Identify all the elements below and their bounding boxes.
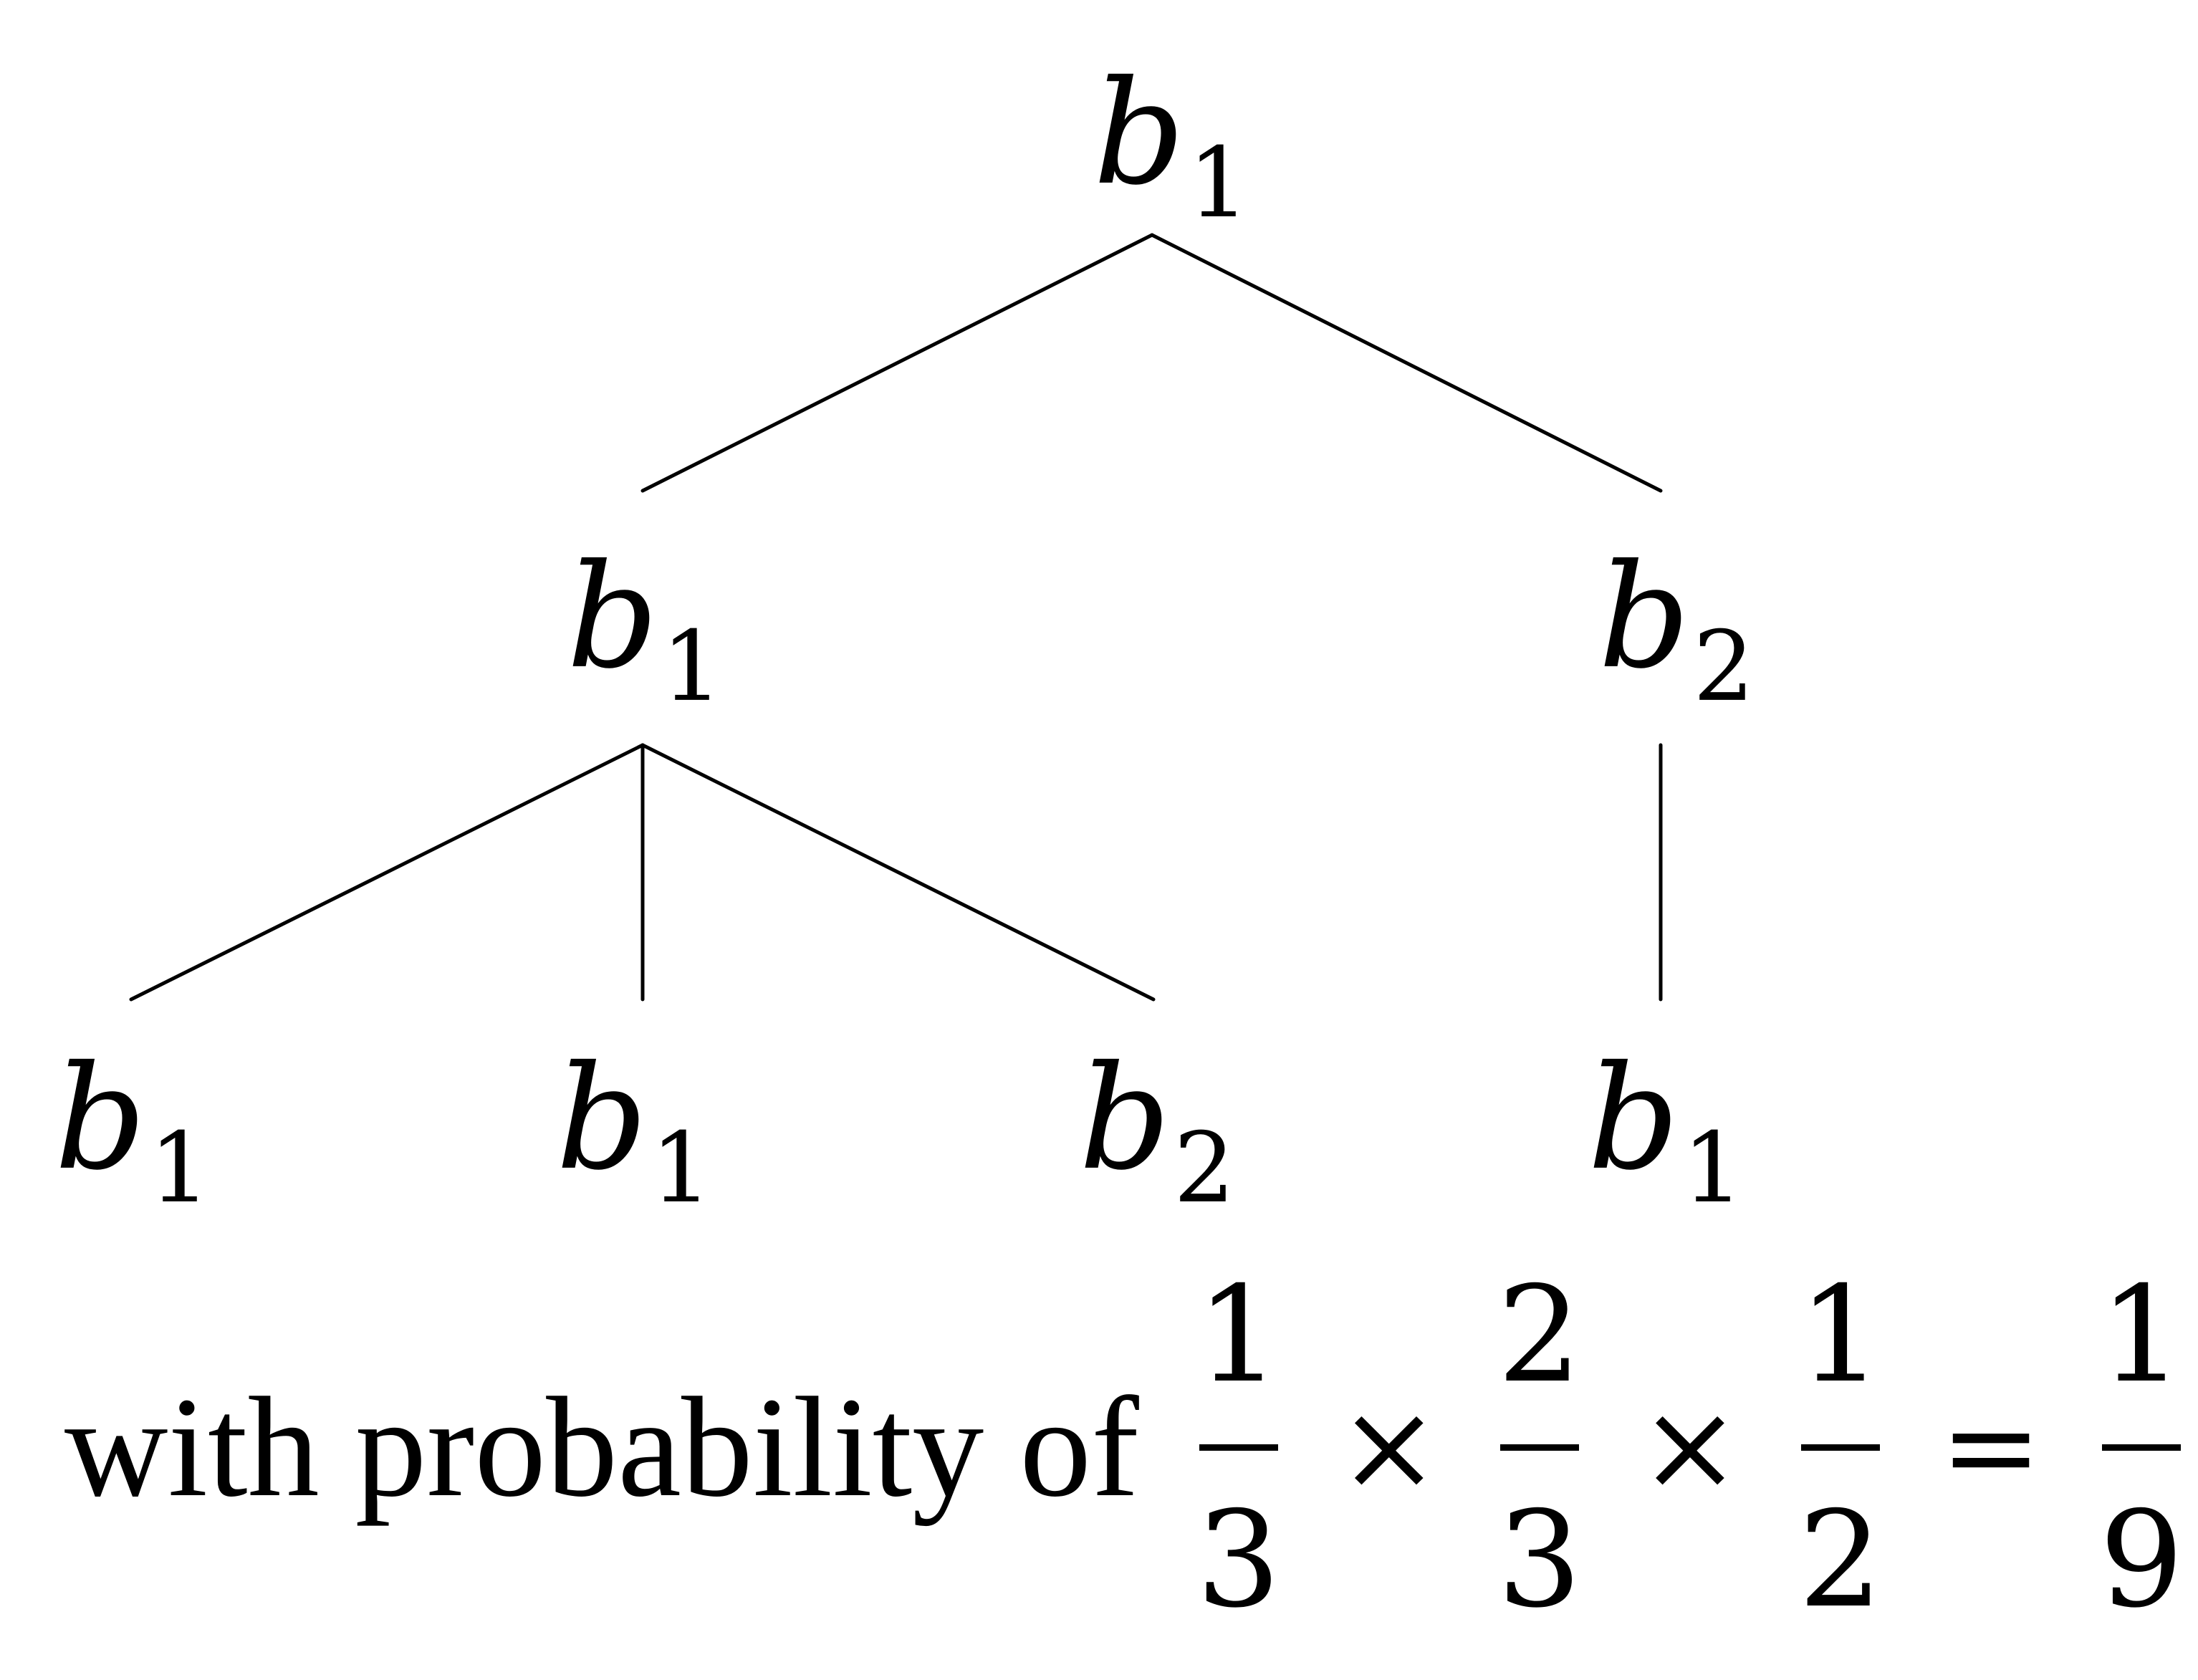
node-leaf-1: b1 <box>54 1047 211 1216</box>
probability-formula: with probability of 1 3 × 2 3 × 1 2 = 1 … <box>64 1268 2198 1626</box>
diagram-canvas: b1 b1 b2 b1 b1 b2 b1 with probability of… <box>54 62 2184 1626</box>
fraction-3: 1 2 <box>1798 1257 1883 1637</box>
fraction-numerator: 2 <box>1497 1257 1582 1412</box>
node-var: b <box>1093 49 1186 217</box>
node-subscript: 1 <box>661 610 723 724</box>
fraction-denominator: 3 <box>1196 1482 1281 1637</box>
node-subscript: 1 <box>1682 1112 1744 1225</box>
node-left-child: b1 <box>567 545 723 715</box>
fraction-denominator: 3 <box>1497 1482 1582 1637</box>
times-operator: × <box>1638 1376 1742 1518</box>
node-subscript: 2 <box>1174 1112 1235 1225</box>
times-operator: × <box>1338 1376 1440 1518</box>
node-var: b <box>1079 1035 1171 1202</box>
fraction-2: 2 3 <box>1497 1257 1582 1637</box>
node-right-child: b2 <box>1598 545 1755 715</box>
fraction-bar <box>1499 1444 1579 1451</box>
node-subscript: 1 <box>651 1112 712 1225</box>
node-var: b <box>54 1035 147 1202</box>
node-leaf-4: b1 <box>1588 1047 1744 1216</box>
fraction-numerator: 1 <box>2099 1257 2184 1412</box>
fraction-denominator: 2 <box>1798 1482 1883 1637</box>
node-subscript: 1 <box>149 1112 211 1225</box>
node-subscript: 1 <box>1188 127 1249 240</box>
node-var: b <box>556 1035 648 1202</box>
fraction-numerator: 1 <box>1196 1257 1281 1412</box>
fraction-result: 1 9 <box>2099 1257 2184 1637</box>
tree-edges <box>129 233 1663 1002</box>
tree-edge-root-mid_l <box>640 233 1154 493</box>
node-var: b <box>1598 533 1691 701</box>
node-leaf-2: b1 <box>556 1047 712 1216</box>
fraction-bar <box>1199 1444 1278 1451</box>
equals-operator: = <box>1939 1376 2043 1518</box>
tree-edge-root-mid_r <box>1150 233 1663 493</box>
tree-edge-mid_l-leaf_3 <box>640 743 1156 1002</box>
node-subscript: 2 <box>1693 610 1755 724</box>
node-root: b1 <box>1093 62 1249 231</box>
fraction-numerator: 1 <box>1798 1257 1883 1412</box>
node-leaf-3: b2 <box>1079 1047 1235 1216</box>
node-var: b <box>1588 1035 1680 1202</box>
fraction-denominator: 9 <box>2099 1482 2184 1637</box>
tree-edge-mid_l-leaf_1 <box>129 743 645 1002</box>
fraction-bar <box>2102 1444 2182 1451</box>
fraction-bar <box>1800 1444 1880 1451</box>
formula-label: with probability of <box>64 1368 1139 1527</box>
fraction-1: 1 3 <box>1196 1257 1281 1637</box>
node-var: b <box>567 533 659 701</box>
